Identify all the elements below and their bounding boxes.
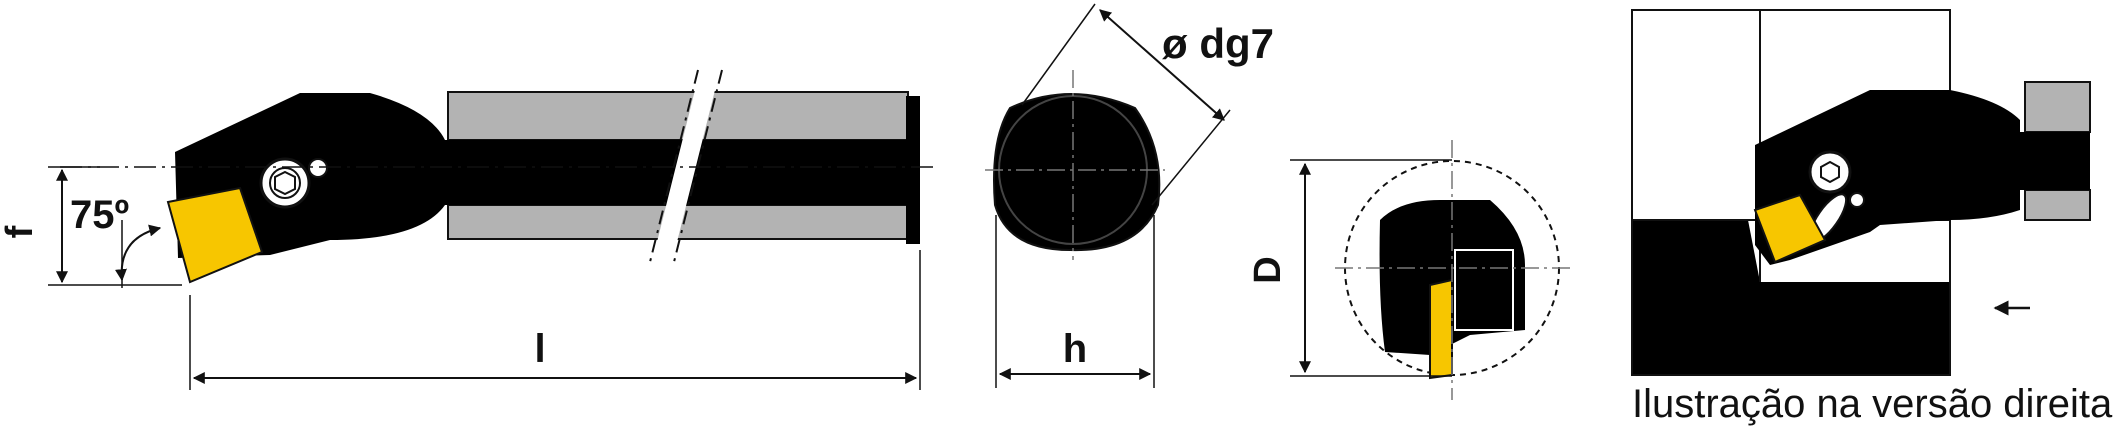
app-shank-top [2024, 81, 2091, 133]
shank-break-gap [652, 70, 720, 262]
caption-text: Ilustração na versão direita [1632, 382, 2113, 426]
dg7-ext-1 [1021, 3, 1096, 106]
app-clamp-pin [1849, 192, 1865, 208]
clamp-pin [308, 158, 328, 178]
application-view [1631, 9, 2091, 376]
angle-label: 75º [70, 193, 129, 237]
dg7-ext-2 [1151, 109, 1231, 206]
hex-socket-icon [274, 170, 296, 196]
app-shank-core [2010, 132, 2090, 190]
D-label: D [1247, 256, 1289, 283]
break-line-2 [673, 69, 723, 263]
side-view: f 75º l [0, 69, 935, 390]
dg7-dimension-line [1099, 9, 1225, 121]
clamp-screw-inner [269, 167, 301, 199]
clamp-screw [259, 157, 311, 209]
shank-top-stripe [447, 91, 909, 141]
f-label: f [0, 225, 41, 238]
app-clamp-screw [1808, 150, 1852, 194]
bore-insert [1429, 278, 1453, 380]
app-cutting-insert [1753, 193, 1827, 264]
bore-tool-slot [1454, 249, 1514, 331]
h-label: h [1063, 327, 1087, 371]
shank-end-cap [906, 96, 920, 244]
angle-arc [115, 224, 162, 282]
break-line-1 [649, 69, 699, 263]
app-hex-socket-icon [1820, 160, 1840, 184]
app-shank-bottom [2024, 189, 2091, 221]
dg7-label: ø dg7 [1162, 20, 1274, 67]
l-label: l [534, 327, 545, 371]
shank-cross-section [993, 93, 1161, 252]
end-view: ø dg7 h [985, 3, 1274, 388]
bore-view: D [1247, 140, 1570, 400]
cutting-insert [166, 186, 264, 284]
